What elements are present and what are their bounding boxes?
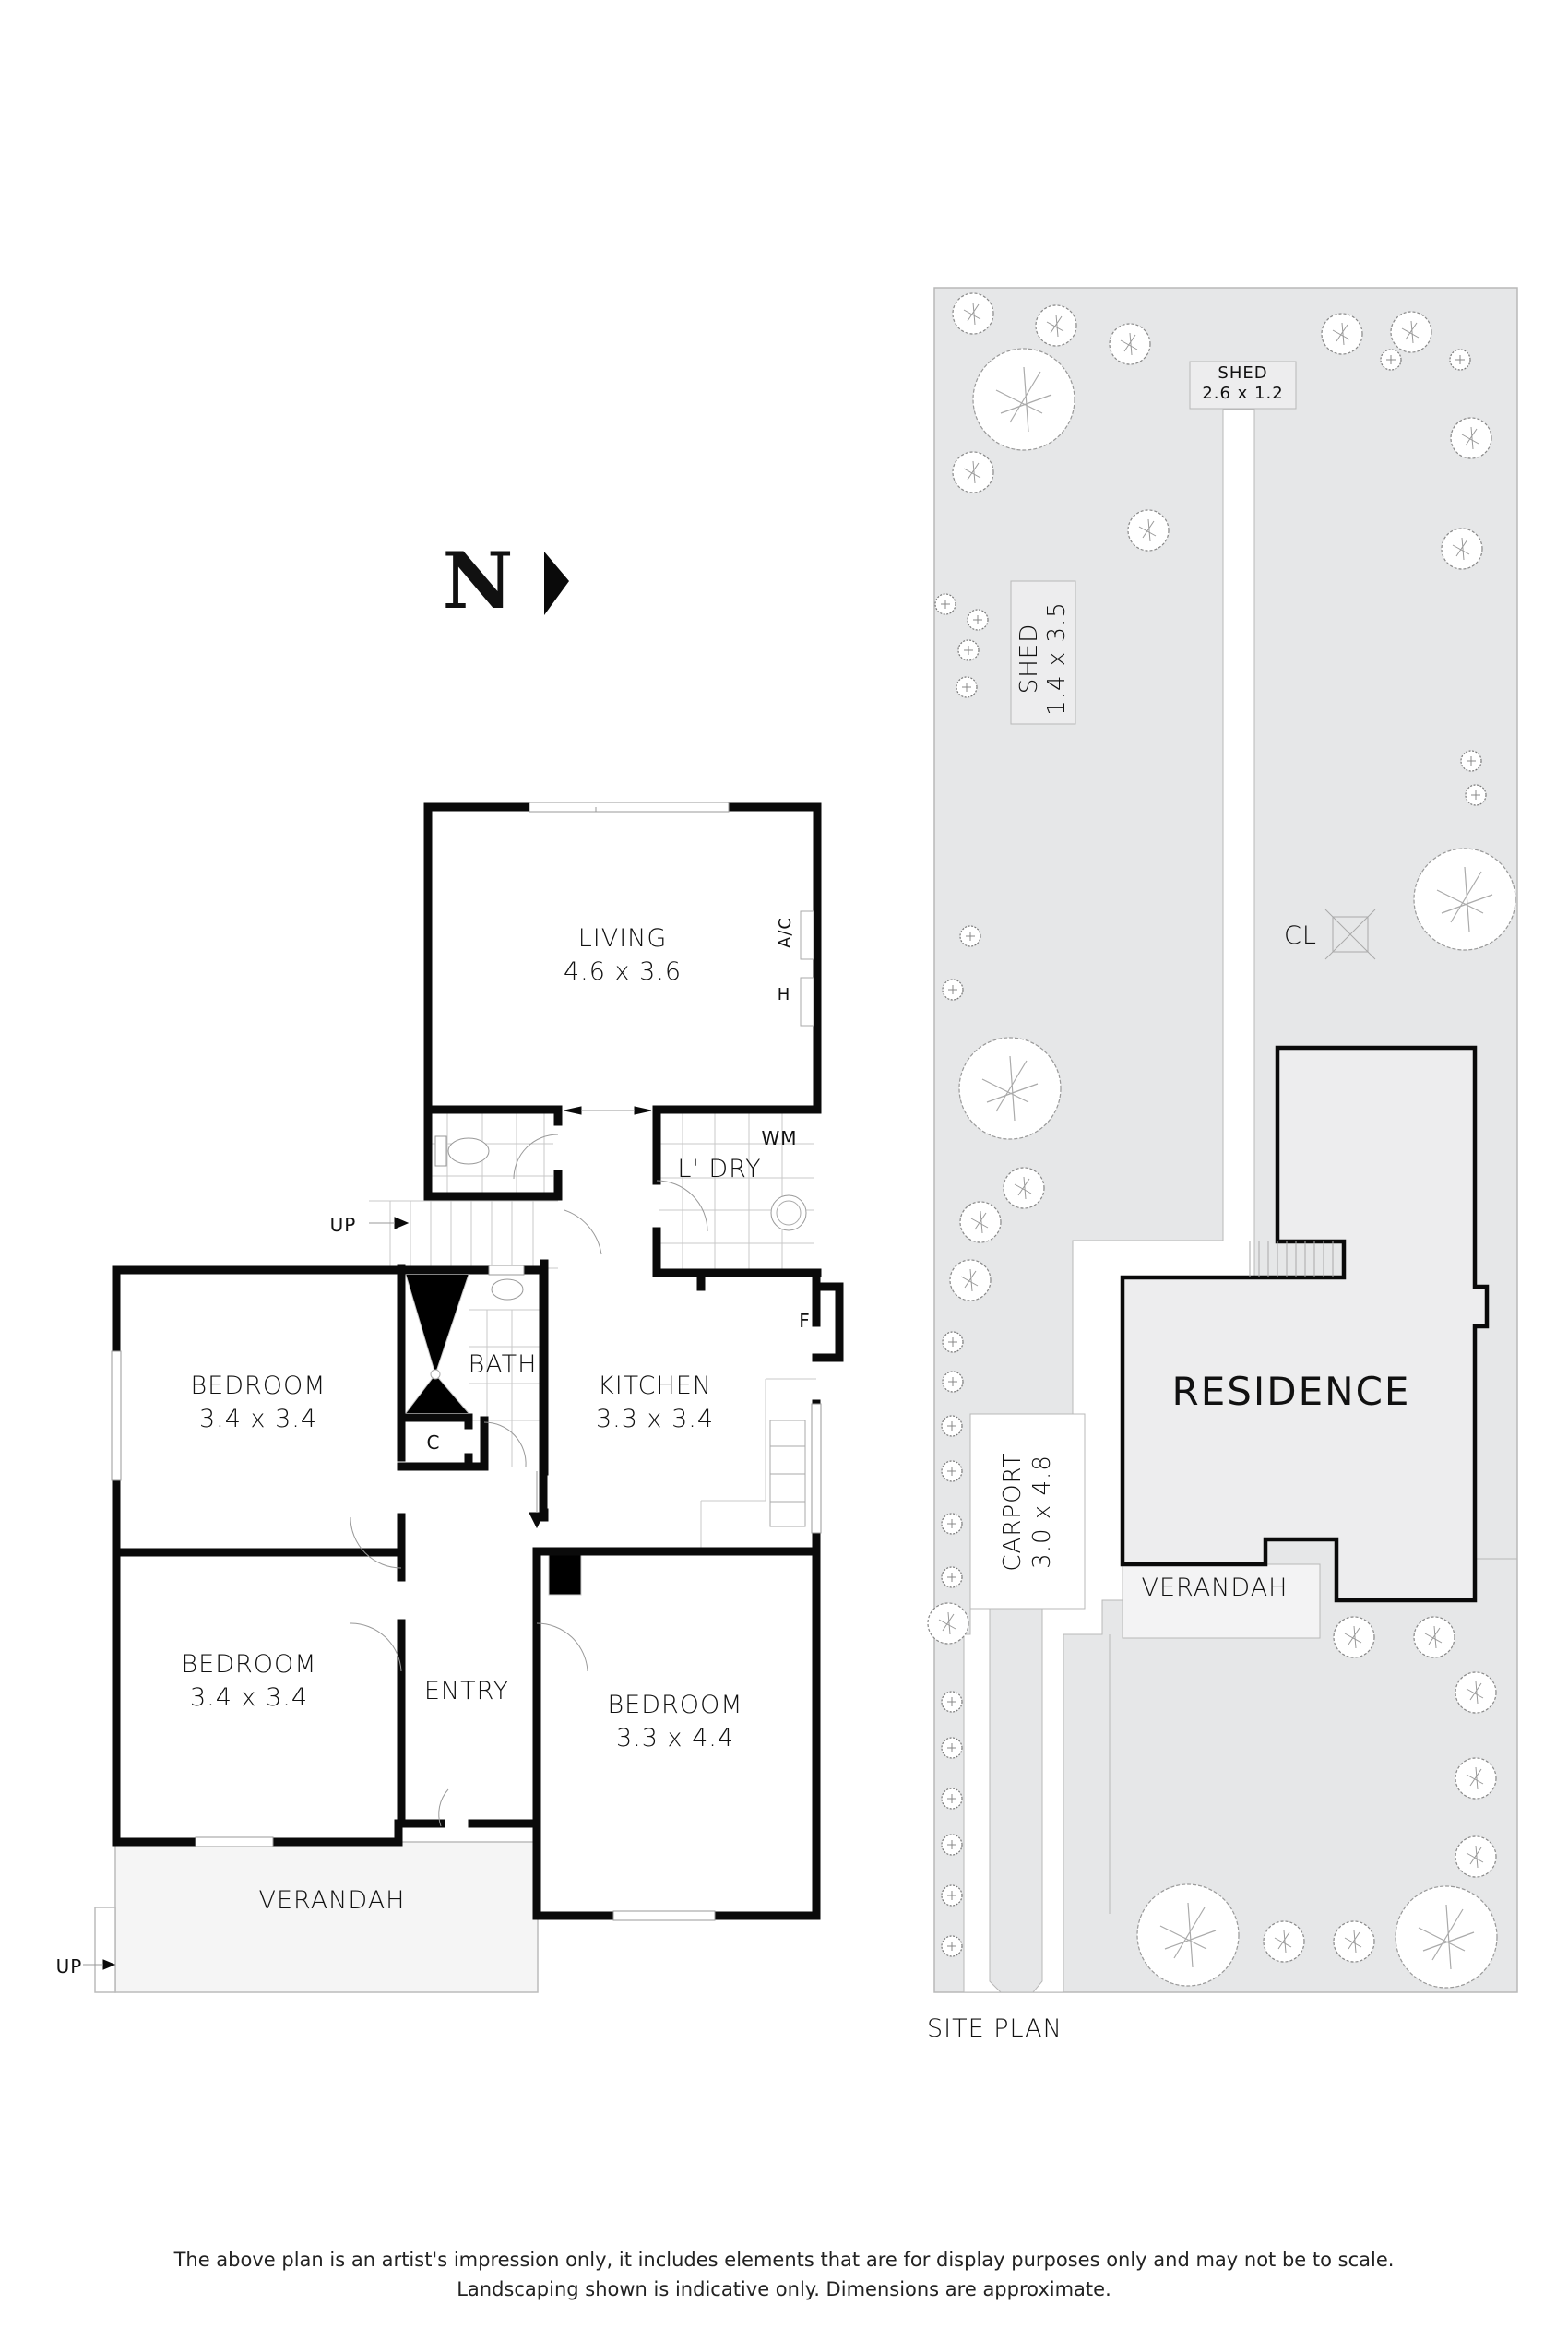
room-verandah: VERANDAH: [258, 1886, 406, 1915]
floor-plan: [83, 802, 844, 1993]
verandah-stairs-up-label: UP: [55, 1955, 83, 1978]
room-living-name: LIVING: [577, 924, 668, 953]
site-plan: [927, 287, 1518, 1993]
site-shed-large: SHED 1.4 x 3.5: [1016, 566, 1071, 751]
room-living: LIVING 4.6 x 3.6: [530, 922, 715, 989]
fixture-closet: C: [426, 1431, 441, 1454]
disclaimer: The above plan is an artist's impression…: [0, 2245, 1568, 2304]
room-bedroom-3-dims: 3.3 x 4.4: [615, 1724, 735, 1752]
fixture-washing-machine: WM: [761, 1127, 798, 1149]
north-arrow-icon: [544, 552, 569, 615]
fixture-heater: H: [777, 985, 791, 1004]
room-bedroom-1: BEDROOM 3.4 x 3.4: [166, 1370, 350, 1436]
room-kitchen: KITCHEN 3.3 x 3.4: [563, 1370, 747, 1436]
site-carport-name: CARPORT: [999, 1452, 1027, 1572]
room-bath: BATH: [468, 1350, 538, 1379]
site-shed-small: SHED 2.6 x 1.2: [1190, 363, 1296, 404]
room-bedroom-2: BEDROOM 3.4 x 3.4: [157, 1648, 341, 1715]
room-living-dims: 4.6 x 3.6: [563, 957, 683, 986]
room-bedroom-2-name: BEDROOM: [181, 1650, 317, 1679]
room-entry: ENTRY: [423, 1677, 510, 1705]
north-compass-label: N: [442, 535, 514, 626]
verandah-step: [94, 1907, 116, 1993]
room-kitchen-name: KITCHEN: [598, 1372, 712, 1400]
site-plan-title: SITE PLAN: [927, 2014, 1063, 2043]
site-carport-dims: 3.0 x 4.8: [1028, 1455, 1056, 1569]
fixture-fridge: F: [799, 1310, 811, 1332]
site-verandah-label: VERANDAH: [1141, 1574, 1289, 1602]
room-bedroom-2-dims: 3.4 x 3.4: [189, 1683, 309, 1712]
verandah-area: [114, 1841, 539, 1993]
disclaimer-line-2: Landscaping shown is indicative only. Di…: [457, 2278, 1111, 2300]
room-bedroom-1-name: BEDROOM: [190, 1372, 327, 1400]
room-laundry: L' DRY: [677, 1155, 762, 1183]
room-kitchen-dims: 3.3 x 3.4: [595, 1405, 715, 1433]
site-clothesline-label: CL: [1284, 921, 1317, 950]
room-bedroom-3-name: BEDROOM: [607, 1691, 743, 1719]
room-bedroom-3: BEDROOM 3.3 x 4.4: [583, 1689, 767, 1755]
stairs-up-label: UP: [329, 1214, 357, 1236]
site-shed-small-dims: 2.6 x 1.2: [1202, 384, 1284, 403]
site-carport: CARPORT 3.0 x 4.8: [998, 1420, 1057, 1604]
site-residence-label: RESIDENCE: [1171, 1369, 1411, 1414]
site-shed-large-dims: 1.4 x 3.5: [1043, 601, 1071, 716]
room-bedroom-1-dims: 3.4 x 3.4: [198, 1405, 318, 1433]
fixture-air-conditioner: A/C: [776, 917, 795, 948]
disclaimer-line-1: The above plan is an artist's impression…: [173, 2249, 1395, 2271]
site-shed-small-name: SHED: [1218, 363, 1268, 383]
site-shed-large-name: SHED: [1016, 623, 1043, 695]
